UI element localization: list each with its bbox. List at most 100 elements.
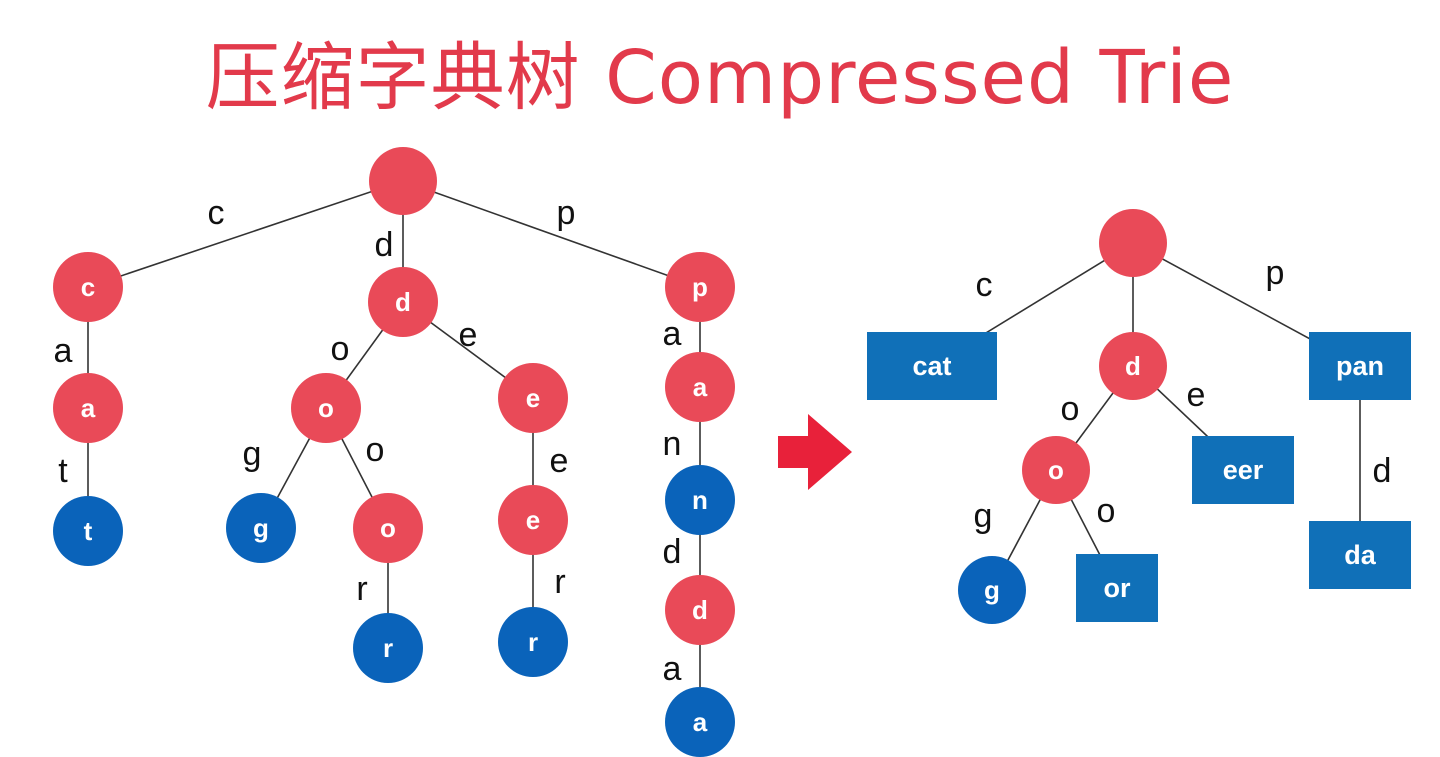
edge-label: g [243,435,262,473]
node-circle [1022,436,1090,504]
node-label: o [1048,455,1064,485]
node-n: n [665,465,735,535]
node-box [1309,332,1411,400]
node-label: r [528,627,538,657]
node-label: e [526,505,540,535]
node-e: e [498,485,568,555]
node-label: d [1125,351,1141,381]
edge-L-root-L-c [87,180,404,288]
node-label: t [84,516,93,546]
node-circle [498,363,568,433]
node-circle [353,613,423,683]
node-circle [665,687,735,757]
edge-label: o [366,431,385,469]
node-g: g [226,493,296,563]
edge-label: d [1373,452,1392,490]
node-o: o [291,373,361,443]
edge-label: a [54,332,73,370]
node-d: d [665,575,735,645]
compressed-node-or: or [1076,554,1158,622]
node-box [1192,436,1294,504]
node-d: d [1099,332,1167,400]
node-g: g [958,556,1026,624]
edge-L-root-L-p [402,180,701,288]
node-circle [958,556,1026,624]
edge-label: d [375,226,394,264]
edge-label: p [557,194,576,232]
node-circle [353,493,423,563]
node-circle [53,252,123,322]
root-node [369,147,437,215]
node-o: o [1022,436,1090,504]
node-label: g [984,575,1000,605]
node-circle [368,267,438,337]
node-label: e [526,383,540,413]
node-label: p [692,272,708,302]
node-o: o [353,493,423,563]
compressed-node-cat: cat [867,332,997,400]
node-box [867,332,997,400]
node-label: pan [1336,351,1384,381]
edge-label: o [1061,390,1080,428]
node-p: p [665,252,735,322]
node-circle [665,575,735,645]
compressed-node-pan: pan [1309,332,1411,400]
node-label: a [693,707,708,737]
root-node [1099,209,1167,277]
node-d: d [368,267,438,337]
node-label: g [253,513,269,543]
node-label: o [380,513,396,543]
node-circle [53,373,123,443]
node-circle [665,352,735,422]
node-circle [291,373,361,443]
edge-label: a [663,315,682,353]
node-circle [53,496,123,566]
edge-label: e [1187,376,1206,414]
edge-label: o [331,330,350,368]
edge-label: r [356,570,367,608]
edge-label: c [976,266,993,304]
node-label: a [81,393,96,423]
node-r: r [498,607,568,677]
edge-label: r [554,563,565,601]
edge-label: g [974,497,993,535]
node-circle [1099,332,1167,400]
edge-label: c [208,194,225,232]
node-label: o [318,393,334,423]
edge-label: n [663,425,682,463]
edge-label: a [663,650,682,688]
edge-label: o [1097,492,1116,530]
node-label: or [1104,573,1131,603]
node-circle [665,252,735,322]
node-label: cat [912,351,951,381]
node-circle [498,607,568,677]
node-a: a [665,687,735,757]
node-e: e [498,363,568,433]
node-box [1309,521,1411,589]
node-c: c [53,252,123,322]
node-circle [226,493,296,563]
node-label: c [81,272,95,302]
node-circle [1099,209,1167,277]
compressed-node-eer: eer [1192,436,1294,504]
edge-label: e [550,442,569,480]
node-a: a [665,352,735,422]
node-label: r [383,633,393,663]
node-label: da [1344,540,1376,570]
node-label: d [395,287,411,317]
node-label: a [693,372,708,402]
transform-arrow-icon [778,414,852,490]
node-circle [369,147,437,215]
edge-label: d [663,533,682,571]
node-a: a [53,373,123,443]
node-box [1076,554,1158,622]
node-label: d [692,595,708,625]
diagram-title: 压缩字典树 Compressed Trie [205,35,1235,121]
edge-label: t [58,452,68,490]
node-r: r [353,613,423,683]
edge-label: p [1266,254,1285,292]
node-t: t [53,496,123,566]
node-label: n [692,485,708,515]
